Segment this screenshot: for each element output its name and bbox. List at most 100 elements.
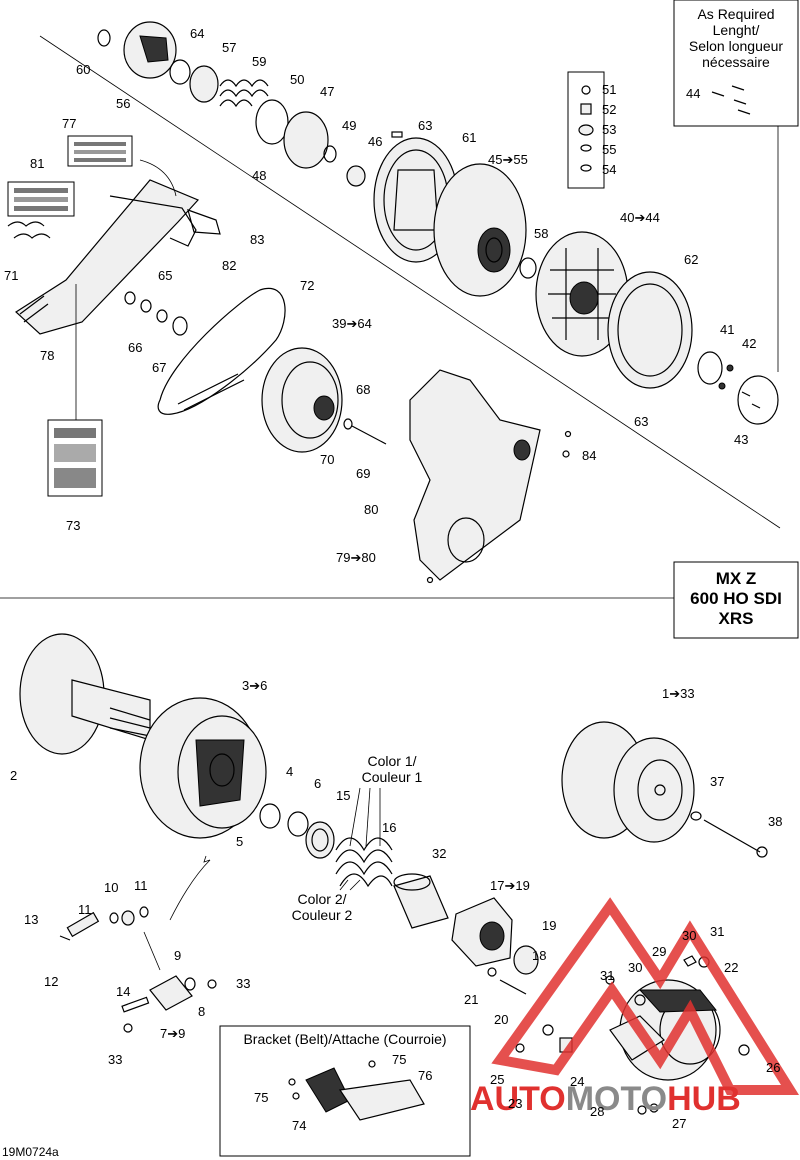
callout-label: 9 (174, 948, 181, 963)
drive-pulley-fixed-half-2 (19, 633, 151, 755)
callout-label: 13 (24, 912, 38, 927)
callout-label: 43 (734, 432, 748, 447)
callout-label: 47 (320, 84, 334, 99)
callout-label: 10 (104, 880, 118, 895)
callout-label: 4 (286, 764, 293, 779)
callout-label: 59 (252, 54, 266, 69)
callout-label: 54 (602, 162, 616, 177)
callout-label: 7➔9 (160, 1026, 185, 1041)
callout-label: 48 (252, 168, 266, 183)
callout-label: 51 (602, 82, 616, 97)
callout-label: 30 (628, 960, 642, 975)
callout-label: 30 (682, 928, 696, 943)
callout-label: 29 (652, 944, 666, 959)
governor-cup-17 (451, 897, 539, 995)
callout-label: 3➔6 (242, 678, 267, 693)
callout-label: 74 (292, 1118, 306, 1133)
callout-label: 1➔33 (662, 686, 695, 701)
callout-label: 65 (158, 268, 172, 283)
bracket-title: Bracket (Belt)/Attache (Courroie) (243, 1031, 446, 1047)
model-line-1: MX Z (716, 569, 757, 588)
watermark-part-moto: MOTO (566, 1080, 667, 1118)
callout-label: 63 (634, 414, 648, 429)
driven-pulley-39 (261, 347, 387, 453)
callout-label: 33 (108, 1052, 122, 1067)
driven-pulley-inner-sheave (433, 163, 527, 297)
callout-label: 37 (710, 774, 724, 789)
warning-label-81 (7, 181, 75, 217)
callout-label: 17➔19 (490, 878, 530, 893)
warning-label-73 (47, 284, 103, 497)
drive-belt-72 (157, 287, 286, 415)
model-line-2: 600 HO SDI (690, 589, 782, 608)
callout-label: 75 (254, 1090, 268, 1105)
callout-label: 8 (198, 1004, 205, 1019)
callout-label: 28 (590, 1104, 604, 1119)
retaining-ring-41 (697, 351, 734, 390)
callout-label: 76 (418, 1068, 432, 1083)
callout-label: 31 (710, 924, 724, 939)
callout-label: 38 (768, 814, 782, 829)
callout-label: 69 (356, 466, 370, 481)
warning-label-77 (67, 135, 133, 167)
callout-label: 15 (336, 788, 350, 803)
callout-label: 60 (76, 62, 90, 77)
model-box: MX Z 600 HO SDI XRS (673, 561, 799, 639)
callout-label: 31 (600, 968, 614, 983)
callout-label: 2 (10, 768, 17, 783)
callout-label: 33 (236, 976, 250, 991)
color-1-line-1: Color 1/ (367, 753, 416, 769)
callout-label: 78 (40, 348, 54, 363)
cap-43 (737, 375, 779, 425)
watermark-part-auto: AUTO (470, 1080, 566, 1118)
drive-pulley-cap-assembly (97, 21, 403, 187)
callout-label: 75 (392, 1052, 406, 1067)
callout-label: 50 (290, 72, 304, 87)
driven-pulley-cam (535, 231, 629, 357)
callout-label: 71 (4, 268, 18, 283)
callout-label: 82 (222, 258, 236, 273)
callout-label: 23 (508, 1096, 522, 1111)
callout-label: 42 (742, 336, 756, 351)
callout-label: 84 (582, 448, 596, 463)
callout-label: 46 (368, 134, 382, 149)
callout-label: 61 (462, 130, 476, 145)
as-required-line-1: As Required (697, 6, 774, 22)
callout-label: 11 (134, 878, 148, 893)
callout-label: 24 (570, 1074, 584, 1089)
callout-label: 62 (684, 252, 698, 267)
watermark-part-hub: HUB (667, 1080, 741, 1118)
callout-label: 52 (602, 102, 616, 117)
callout-label: 55 (602, 142, 616, 157)
as-required-line-2: Lenght/ (713, 22, 760, 38)
callout-label: 25 (490, 1072, 504, 1087)
watermark-text: AUTOMOTOHUB (470, 1080, 741, 1118)
callout-label: 73 (66, 518, 80, 533)
callout-label: 40➔44 (620, 210, 660, 225)
driven-pulley-cover-62 (607, 271, 693, 389)
callout-label: 26 (766, 1060, 780, 1075)
callout-label: 21 (464, 992, 478, 1007)
as-required-line-3: Selon longueur (689, 38, 784, 54)
callout-label: 11 (78, 902, 92, 917)
hardware-stack-51-54 (567, 71, 605, 189)
callout-label: 39➔64 (332, 316, 372, 331)
model-line-3: XRS (719, 609, 754, 628)
callout-label: 18 (532, 948, 546, 963)
drive-pulley-assembly-1 (561, 721, 768, 858)
callout-label: 16 (382, 820, 396, 835)
sleeve-32 (393, 873, 449, 929)
callout-label: 58 (534, 226, 548, 241)
callout-label: 83 (250, 232, 264, 247)
callout-label: 80 (364, 502, 378, 517)
callout-label: 22 (724, 960, 738, 975)
callout-label: 68 (356, 382, 370, 397)
callout-label: 45➔55 (488, 152, 528, 167)
callout-label: 20 (494, 1012, 508, 1027)
callout-label: 56 (116, 96, 130, 111)
callout-label: 12 (44, 974, 58, 989)
callout-label: 5 (236, 834, 243, 849)
color-2-line-1: Color 2/ (297, 891, 346, 907)
callout-label: 6 (314, 776, 321, 791)
